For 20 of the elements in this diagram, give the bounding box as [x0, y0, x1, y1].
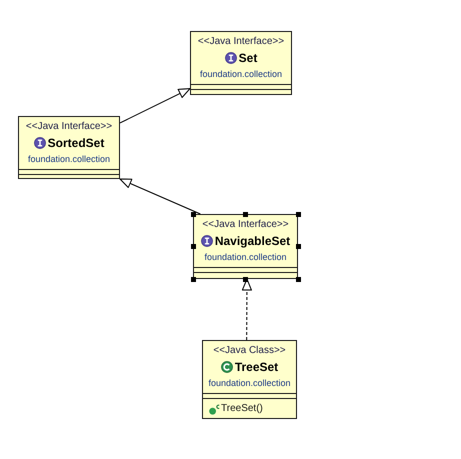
inheritance-arrow — [120, 178, 201, 214]
type-name: Set — [238, 50, 258, 66]
stereotype-label: <<Java Interface>> — [26, 120, 112, 134]
method-signature: TreeSet() — [221, 403, 263, 415]
type-name: NavigableSet — [214, 233, 290, 249]
package-name: foundation.collection — [204, 251, 287, 264]
package-name: foundation.collection — [208, 377, 291, 390]
stereotype-label: <<Java Interface>> — [202, 218, 289, 232]
interface-box — [190, 31, 292, 95]
interface-box — [18, 116, 120, 179]
class-box — [202, 340, 297, 419]
type-name: TreeSet — [234, 359, 278, 375]
package-name: foundation.collection — [28, 153, 110, 166]
stereotype-label: <<Java Class>> — [213, 344, 286, 358]
realization-arrow — [242, 278, 252, 340]
inheritance-arrow — [120, 88, 190, 124]
package-name: foundation.collection — [200, 68, 282, 81]
interface-box — [193, 214, 298, 279]
type-name: SortedSet — [48, 135, 104, 151]
stereotype-label: <<Java Interface>> — [198, 35, 284, 49]
